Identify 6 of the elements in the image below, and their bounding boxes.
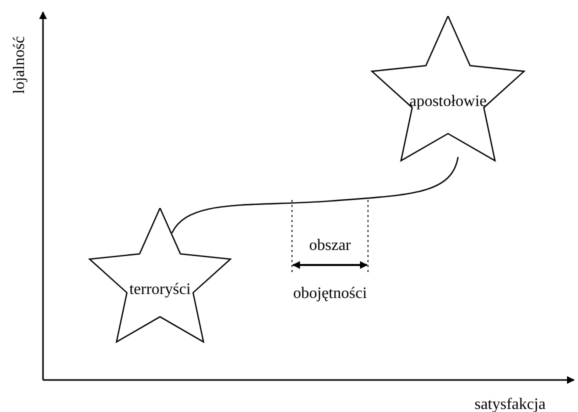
dimension-label: obszar	[309, 237, 351, 255]
star-label: apostołowie	[409, 93, 487, 111]
curve-line	[171, 156, 459, 234]
star-label: terroryści	[129, 281, 191, 299]
axis-label: lojalność	[11, 36, 29, 94]
dimension-label: obojętności	[293, 285, 367, 303]
